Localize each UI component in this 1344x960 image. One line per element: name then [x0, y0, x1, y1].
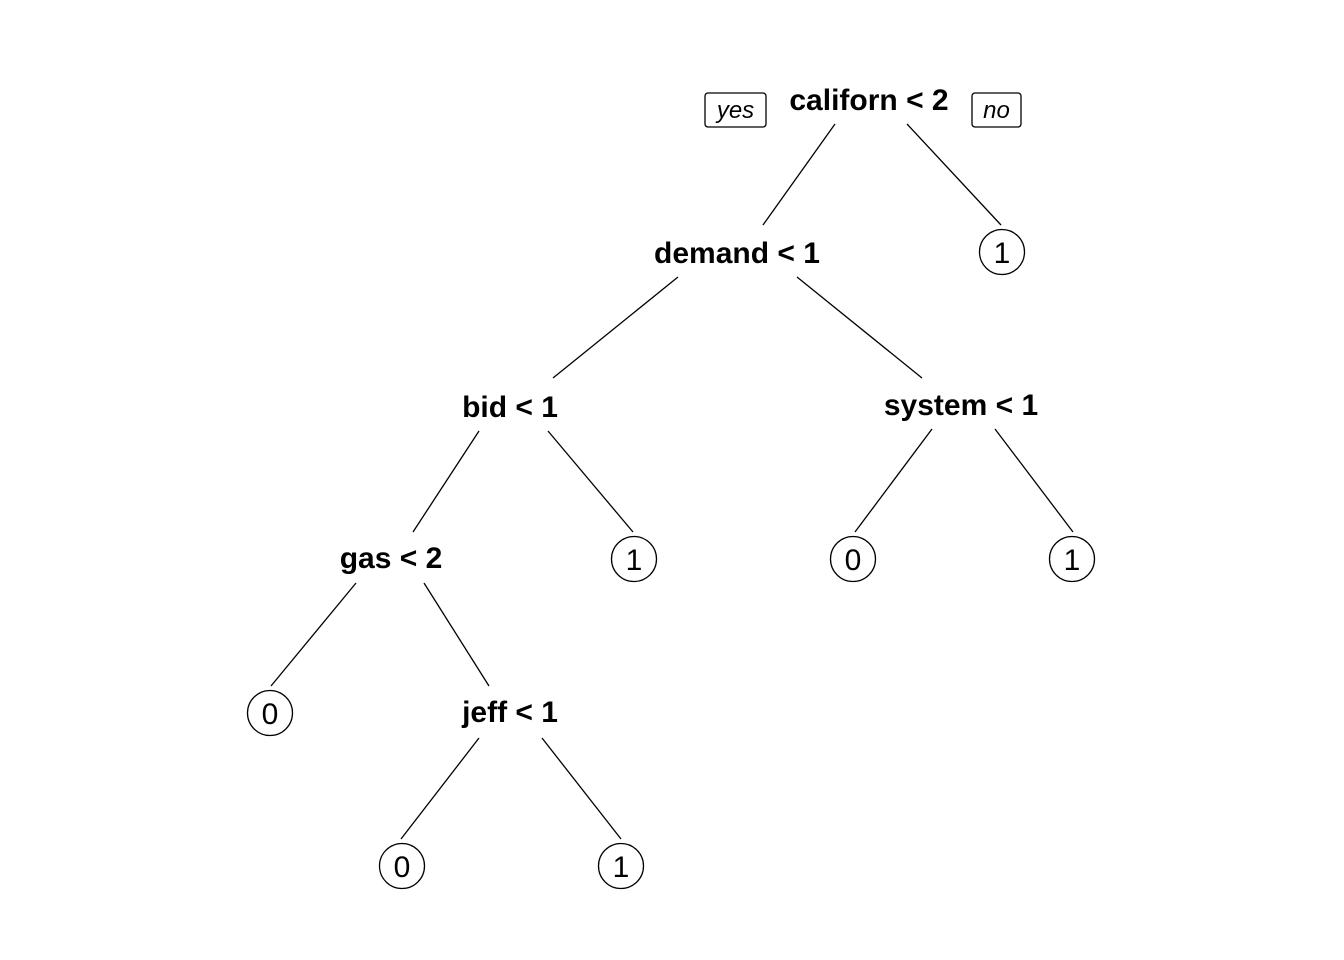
yes-branch-text: yes	[715, 97, 754, 124]
leaf-node-leaf-system-yes: 0	[829, 535, 877, 583]
leaf-circle	[610, 535, 658, 583]
split-node-gas: gas < 2	[340, 542, 443, 575]
no-branch-text: no	[983, 97, 1010, 124]
yes-branch-box	[704, 92, 767, 128]
split-node-demand: demand < 1	[654, 237, 820, 270]
edge-system-to-leaf-system-no	[994, 428, 1074, 533]
split-node-system: system < 1	[884, 389, 1038, 422]
leaf-circle	[1048, 535, 1096, 583]
leaf-circle	[978, 228, 1026, 276]
no-branch-label: no	[971, 92, 1022, 128]
leaf-node-leaf-jeff-yes: 0	[378, 842, 426, 890]
leaf-label: 1	[626, 544, 643, 577]
leaf-label: 0	[394, 851, 411, 884]
leaf-label: 0	[262, 698, 279, 731]
leaf-node-leaf-jeff-no: 1	[597, 842, 645, 890]
leaf-node-leaf-system-no: 1	[1048, 535, 1096, 583]
edge-demand-to-system	[796, 276, 923, 379]
edge-bid-to-leaf-bid-no	[547, 430, 634, 533]
leaf-node-leaf-bid-no: 1	[610, 535, 658, 583]
split-label: californ < 2	[789, 84, 948, 117]
split-label: jeff < 1	[461, 696, 558, 729]
split-label: gas < 2	[340, 542, 443, 575]
edge-gas-to-jeff	[423, 582, 490, 687]
leaf-circle	[246, 689, 294, 737]
branch-legend: yes no	[704, 92, 1022, 128]
edge-jeff-to-leaf-jeff-no	[541, 737, 622, 840]
edge-demand-to-bid	[552, 276, 679, 379]
edge-root-to-demand	[762, 123, 836, 226]
edge-bid-to-gas	[412, 430, 480, 533]
split-label: demand < 1	[654, 237, 820, 270]
split-node-jeff: jeff < 1	[461, 696, 558, 729]
edge-jeff-to-leaf-jeff-yes	[400, 737, 480, 840]
edge-root-to-leaf-root-no	[906, 123, 1002, 226]
edge-gas-to-leaf-gas-yes	[270, 582, 357, 687]
split-node-bid: bid < 1	[462, 391, 558, 424]
leaf-circle	[829, 535, 877, 583]
split-label: system < 1	[884, 389, 1038, 422]
leaf-circle	[597, 842, 645, 890]
split-label: bid < 1	[462, 391, 558, 424]
leaf-circle	[378, 842, 426, 890]
yes-branch-label: yes	[704, 92, 767, 128]
split-node-root: californ < 2	[789, 84, 948, 117]
edge-system-to-leaf-system-yes	[854, 428, 933, 533]
tree-edges	[270, 123, 1074, 840]
leaf-label: 1	[613, 851, 630, 884]
leaf-label: 1	[994, 237, 1011, 270]
leaf-node-leaf-gas-yes: 0	[246, 689, 294, 737]
leaf-node-leaf-root-no: 1	[978, 228, 1026, 276]
leaf-label: 1	[1064, 544, 1081, 577]
no-branch-box	[971, 92, 1022, 128]
leaf-label: 0	[845, 544, 862, 577]
tree-nodes: californ < 2 demand < 1 1 bid < 1 system < 1…	[246, 84, 1096, 890]
